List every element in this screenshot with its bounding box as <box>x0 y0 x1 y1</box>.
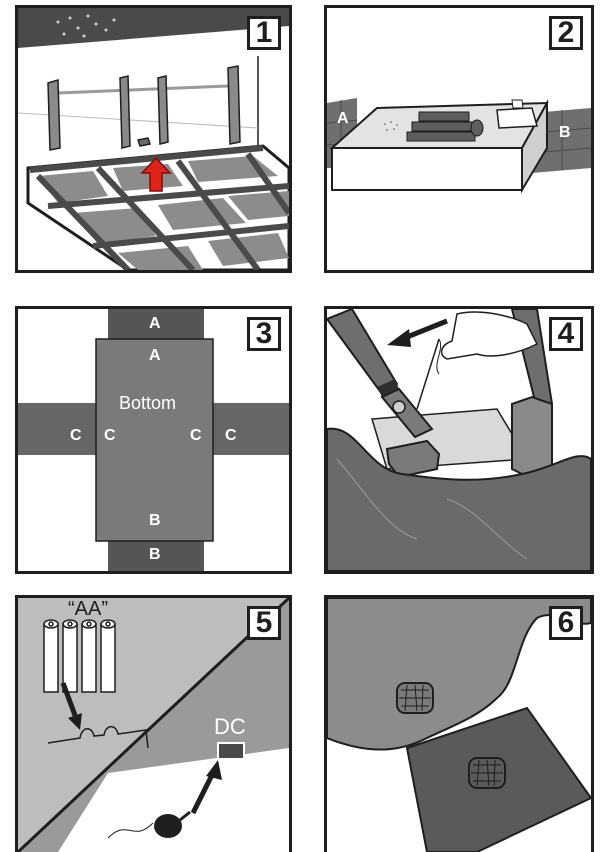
velcro-patch-icon <box>396 682 434 714</box>
pad-b <box>108 541 204 571</box>
label-b-outer: B <box>149 546 161 563</box>
step-1-panel: 1 <box>15 5 292 273</box>
label-bottom: Bottom <box>119 393 177 413</box>
step-number: 4 <box>549 317 583 351</box>
label-c-left-inner: C <box>104 427 116 444</box>
step-4-illustration <box>327 309 591 571</box>
step-number: 1 <box>247 16 281 50</box>
up-right-arrow-icon <box>206 760 222 780</box>
step-4-panel: 4 <box>324 306 594 574</box>
step-5-illustration <box>18 598 289 852</box>
step-5-panel: “AA” DC 5 <box>15 595 292 852</box>
step-2-panel: A B 2 <box>324 5 594 273</box>
aa-battery-label: “AA” <box>68 598 108 620</box>
step-2-illustration <box>327 98 591 194</box>
step-3-panel: A A Bottom C C C C B B 3 <box>15 306 292 574</box>
label-c-right-inner: C <box>190 427 202 444</box>
label-c-right-outer: C <box>225 427 237 444</box>
dc-socket <box>217 742 245 760</box>
ceiling-shape <box>18 8 289 48</box>
label-b-inner: B <box>149 512 161 529</box>
label-a: A <box>337 110 349 127</box>
step-number: 6 <box>549 606 583 640</box>
ceiling-dots <box>56 14 116 38</box>
label-b: B <box>559 124 571 141</box>
down-arrow-icon <box>68 713 82 730</box>
hand <box>440 311 539 360</box>
unit-bottom <box>95 338 214 542</box>
step-3-illustration <box>18 309 289 571</box>
velcro-patch-icon <box>468 757 506 789</box>
dc-plug <box>154 814 182 838</box>
fabric <box>327 427 591 571</box>
aa-batteries <box>43 619 116 693</box>
label-a-outer: A <box>149 315 161 332</box>
posts <box>47 65 241 151</box>
up-arrow-icon <box>140 156 172 192</box>
label-a-inner: A <box>149 347 161 364</box>
box-front <box>331 147 523 191</box>
left-arrow-icon <box>387 329 411 347</box>
step-number: 2 <box>549 16 583 50</box>
dc-label: DC <box>214 714 246 739</box>
pad-a <box>108 309 204 341</box>
rod <box>57 84 229 95</box>
step-number: 5 <box>247 606 281 640</box>
step-1-illustration <box>18 8 289 270</box>
screw-icon <box>392 400 406 414</box>
step-6-panel: 6 <box>324 595 594 852</box>
label-c-left-outer: C <box>70 427 82 444</box>
step-number: 3 <box>247 317 281 351</box>
step-6-illustration <box>327 598 591 852</box>
left-leg <box>327 309 399 396</box>
